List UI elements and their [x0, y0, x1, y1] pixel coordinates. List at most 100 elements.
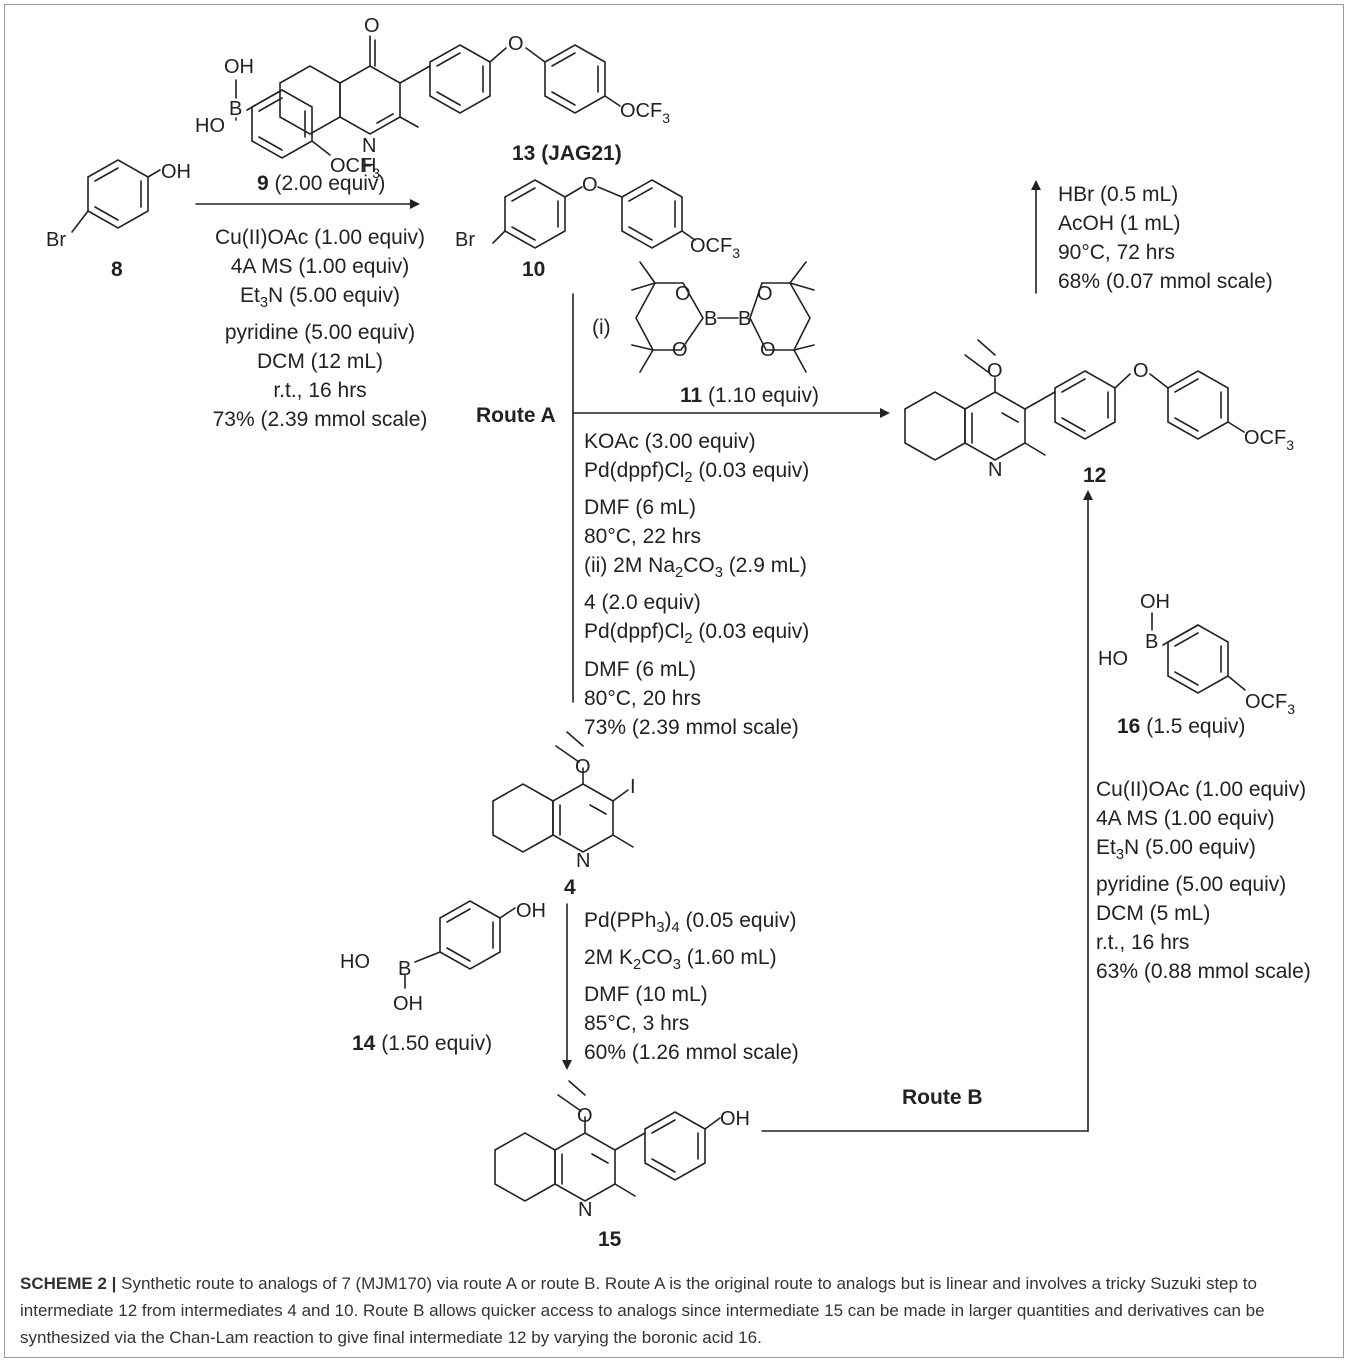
c10-label: 10: [522, 258, 545, 281]
c11-atom-b1: B: [704, 308, 717, 330]
c11-atom-o3: O: [757, 283, 773, 305]
c12-atom-o1: O: [987, 360, 1003, 382]
condition-line: 73% (2.39 mmol scale): [212, 408, 428, 432]
c16-label: 16: [1117, 715, 1140, 738]
condition-line: Pd(dppf)Cl2 (0.03 equiv): [584, 620, 810, 648]
c14-label: 14: [352, 1032, 376, 1055]
condition-line: 85°C, 3 hrs: [584, 1012, 690, 1036]
condition-line: 80°C, 22 hrs: [584, 525, 701, 549]
condition-line: Cu(II)OAc (1.00 equiv): [214, 226, 426, 249]
condition-line: 4 (2.0 equiv): [584, 591, 701, 615]
condition-line: DMF (10 mL): [584, 983, 708, 1007]
arrow-route-b: [761, 490, 1093, 1132]
condition-line: (ii) 2M Na2CO3 (2.9 mL): [584, 554, 807, 582]
c14-amount: (1.50 equiv): [381, 1032, 492, 1055]
c9-label: 9: [257, 172, 269, 195]
c13-atom-n: N: [362, 135, 376, 157]
c15-atom-o: O: [577, 1105, 593, 1127]
c13-atom-ocf3: OCF3: [620, 100, 670, 126]
c12-label: 12: [1083, 464, 1106, 487]
c13-label: 13 (JAG21): [512, 142, 622, 165]
reaction-scheme: OH Br 8 OH B HO OCF3 9 (2.00 equiv) Br O…: [46, 15, 1295, 1251]
arrow-suzuki: [562, 903, 572, 1070]
c13-atom-h: H: [362, 155, 376, 177]
c16-atom-b: B: [1145, 631, 1158, 653]
c12-atom-o2: O: [1133, 360, 1149, 382]
condition-line: r.t., 16 hrs: [1096, 931, 1190, 955]
condition-line: Cu(II)OAc (1.00 equiv): [1096, 778, 1307, 801]
condition-line: 90°C, 72 hrs: [1058, 241, 1175, 264]
c11-label-line: 11 (1.10 equiv): [680, 384, 819, 407]
c14-label-line: 14 (1.50 equiv): [352, 1032, 492, 1055]
c15-label: 15: [598, 1228, 622, 1251]
condition-line: 63% (0.88 mmol scale): [1096, 960, 1311, 984]
condition-line: HBr (0.5 mL): [1058, 183, 1179, 206]
figure-caption: SCHEME 2 | Synthetic route to analogs of…: [20, 1270, 1330, 1351]
caption-label: SCHEME 2 |: [20, 1274, 117, 1293]
condition-line: r.t., 16 hrs: [273, 379, 367, 403]
c13-atom-o1: O: [364, 15, 380, 37]
conditions-suzuki: Pd(PPh3)4 (0.05 equiv)2M K2CO3 (1.60 mL)…: [584, 906, 799, 1067]
condition-line: Pd(dppf)Cl2 (0.03 equiv): [584, 459, 810, 487]
c9-label-line: 9 (2.00 equiv): [257, 172, 385, 195]
condition-line: 4A MS (1.00 equiv): [1096, 807, 1275, 830]
condition-line: DCM (12 mL): [256, 350, 383, 374]
c12-atom-n: N: [988, 459, 1002, 481]
arrow-deprotect: [1031, 180, 1041, 294]
c11-atom-o2: O: [672, 339, 688, 361]
c4-atom-n: N: [576, 850, 590, 872]
c9-atom-ocf3: OCF3: [330, 155, 380, 181]
condition-line: DCM (5 mL): [1096, 902, 1211, 926]
arrow-route-a: [572, 408, 890, 418]
c16-amount: (1.5 equiv): [1146, 715, 1245, 738]
conditions-chan-lam: Cu(II)OAc (1.00 equiv) 4A MS (1.00 equiv)…: [1096, 775, 1311, 986]
conditions-step1: Cu(II)OAc (1.00 equiv) 4A MS (1.00 equiv)…: [200, 223, 440, 434]
c9-atom-oh: OH: [224, 56, 254, 78]
condition-line: Et3N (5.00 equiv): [1096, 836, 1256, 864]
route-a-step-i: (i): [592, 316, 611, 339]
c10-atom-br: Br: [455, 229, 475, 251]
condition-line: 4A MS (1.00 equiv): [230, 255, 410, 278]
route-b-label: Route B: [902, 1086, 983, 1109]
condition-line: pyridine (5.00 equiv): [224, 321, 416, 345]
c4-label: 4: [564, 876, 576, 899]
condition-line: DMF (6 mL): [584, 496, 696, 520]
c12-atom-ocf3: OCF3: [1244, 427, 1294, 453]
condition-line: KOAc (3.00 equiv): [584, 430, 756, 453]
compound-10-structure: [492, 179, 696, 249]
c16-label-line: 16 (1.5 equiv): [1117, 715, 1245, 738]
c16-atom-ho: HO: [1098, 648, 1128, 670]
c14-atom-oh: OH: [516, 900, 546, 922]
c8-label: 8: [111, 258, 123, 281]
arrow-step1: [195, 199, 420, 209]
route-a-label: Route A: [476, 404, 556, 427]
compound-4-structure: [492, 731, 634, 853]
condition-line: 60% (1.26 mmol scale): [584, 1041, 799, 1065]
compound-11-structure: [631, 261, 815, 373]
condition-line: pyridine (5.00 equiv): [1096, 873, 1287, 897]
c4-atom-o: O: [575, 756, 591, 778]
c11-atom-o1: O: [675, 283, 691, 305]
compound-13-structure: [279, 35, 621, 135]
compound-8-structure: [71, 159, 161, 233]
condition-line: 80°C, 20 hrs: [584, 686, 701, 710]
compound-16-structure: [1151, 612, 1246, 694]
compound-12-structure: [904, 339, 1245, 461]
condition-line: Pd(PPh3)4 (0.05 equiv): [584, 909, 797, 937]
c16-atom-ocf3: OCF3: [1245, 691, 1295, 717]
figure-frame: [4, 4, 1344, 1358]
c15-atom-oh: OH: [720, 1108, 750, 1130]
conditions-route-a: KOAc (3.00 equiv) Pd(dppf)Cl2 (0.03 equiv…: [584, 427, 809, 742]
c8-atom-br: Br: [46, 229, 66, 251]
c9-atom-ho: HO: [195, 115, 225, 137]
c9-amount: (2.00 equiv): [275, 172, 386, 195]
c8-atom-oh: OH: [161, 161, 191, 183]
c10-atom-ocf3: OCF3: [690, 235, 740, 261]
c14-atom-oh2: OH: [393, 993, 423, 1015]
condition-line: 68% (0.07 mmol scale): [1058, 270, 1273, 293]
c10-atom-o: O: [582, 174, 598, 196]
compound-15-structure: [494, 1080, 721, 1202]
c11-label: 11: [680, 384, 703, 407]
c9-atom-b: B: [229, 98, 242, 120]
